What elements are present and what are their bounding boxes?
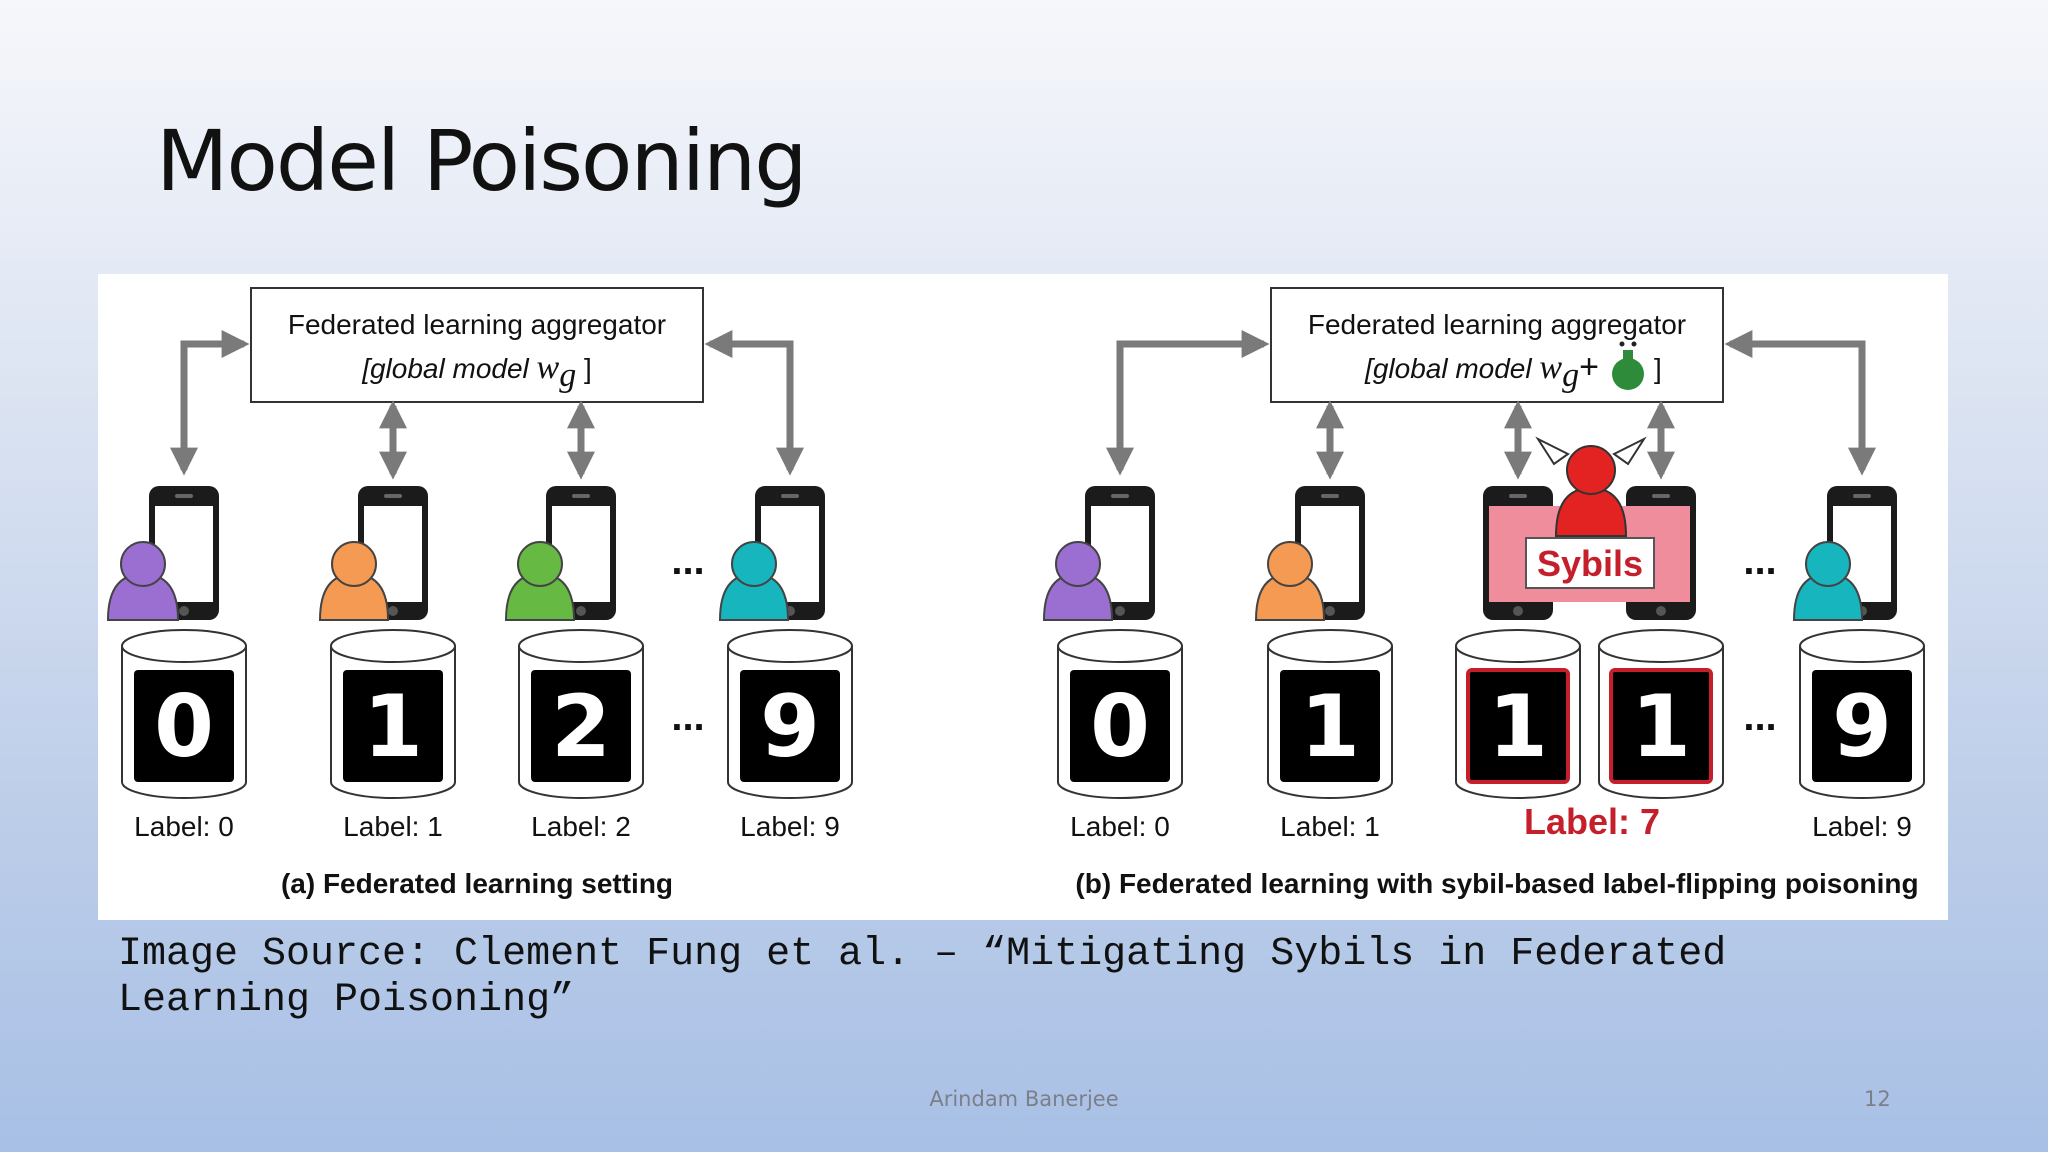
right-arrow-client-1	[1106, 330, 1270, 476]
right-client-4: 9 Label: 9	[1792, 486, 1925, 842]
ellipsis: ...	[1743, 695, 1776, 739]
right-diagram: Federated learning aggregator [global mo…	[1042, 287, 1925, 899]
person-icon	[1254, 541, 1326, 621]
right-arrow-client-4	[1724, 330, 1876, 476]
digit-image: 1	[363, 677, 423, 777]
left-subcaption: (a) Federated learning setting	[281, 868, 673, 899]
client-label: Label: 1	[1280, 811, 1380, 842]
digit-image: 9	[760, 677, 820, 777]
digit-image: 1	[1631, 677, 1691, 777]
right-aggregator-model: [global model wg+	[1364, 348, 1599, 394]
ellipsis: ...	[1743, 539, 1776, 583]
sybil-data-2: 1	[1598, 629, 1724, 799]
figure-panel: Federated learning aggregator [global mo…	[98, 274, 1948, 920]
devil-icon	[1535, 436, 1647, 537]
person-icon	[106, 541, 180, 621]
left-aggregator-model: [global model wg ]	[361, 349, 592, 394]
poison-flask-icon	[1612, 341, 1644, 390]
digit-image: 1	[1300, 677, 1360, 777]
left-aggregator-box	[250, 287, 704, 403]
sybil-data-label: Label: 7	[1524, 801, 1660, 842]
left-client-2: 1 Label: 1	[318, 486, 456, 842]
left-client-1: 0 Label: 0	[106, 486, 247, 842]
digit-image: 2	[551, 677, 611, 777]
footer-author: Arindam Banerjee	[929, 1087, 1119, 1111]
sybil-data-1: 1	[1455, 629, 1581, 799]
right-aggregator-title: Federated learning aggregator	[1308, 309, 1686, 340]
sybil-group: Sybils 1 1 Label: 7	[1455, 436, 1724, 842]
right-aggregator-box	[1270, 287, 1724, 403]
client-label: Label: 1	[343, 811, 443, 842]
person-icon	[718, 541, 790, 621]
client-label: Label: 0	[1070, 811, 1170, 842]
sybils-label-box	[1525, 537, 1655, 589]
left-arrow-client-4	[704, 330, 804, 476]
ellipsis: ...	[671, 695, 704, 739]
client-label: Label: 2	[531, 811, 631, 842]
left-client-3: 2 Label: 2	[504, 486, 644, 842]
ellipsis: ...	[671, 539, 704, 583]
right-aggregator-bracket: ]	[1654, 353, 1662, 384]
digit-image: 1	[1488, 677, 1548, 777]
person-icon	[318, 541, 390, 621]
federated-learning-diagram: Federated learning aggregator [global mo…	[106, 287, 1925, 899]
digit-image: 0	[1090, 677, 1150, 777]
person-icon	[1792, 541, 1864, 621]
left-diagram: Federated learning aggregator [global mo…	[106, 287, 853, 899]
left-aggregator-title: Federated learning aggregator	[288, 309, 666, 340]
person-icon	[504, 541, 576, 621]
right-client-1: 0 Label: 0	[1042, 486, 1183, 842]
client-label: Label: 9	[1812, 811, 1912, 842]
image-source-caption: Image Source: Clement Fung et al. – “Mit…	[118, 932, 1751, 1023]
person-icon	[1042, 541, 1114, 621]
left-arrow-client-1	[170, 330, 250, 476]
digit-image: 9	[1832, 677, 1892, 777]
client-label: Label: 9	[740, 811, 840, 842]
right-subcaption: (b) Federated learning with sybil-based …	[1075, 868, 1918, 899]
client-label: Label: 0	[134, 811, 234, 842]
slide-title: Model Poisoning	[156, 112, 808, 210]
digit-image: 0	[154, 677, 214, 777]
right-client-2: 1 Label: 1	[1254, 486, 1393, 842]
sybils-label: Sybils	[1537, 543, 1643, 584]
left-client-4: 9 Label: 9	[718, 486, 853, 842]
page-number: 12	[1864, 1087, 1891, 1111]
